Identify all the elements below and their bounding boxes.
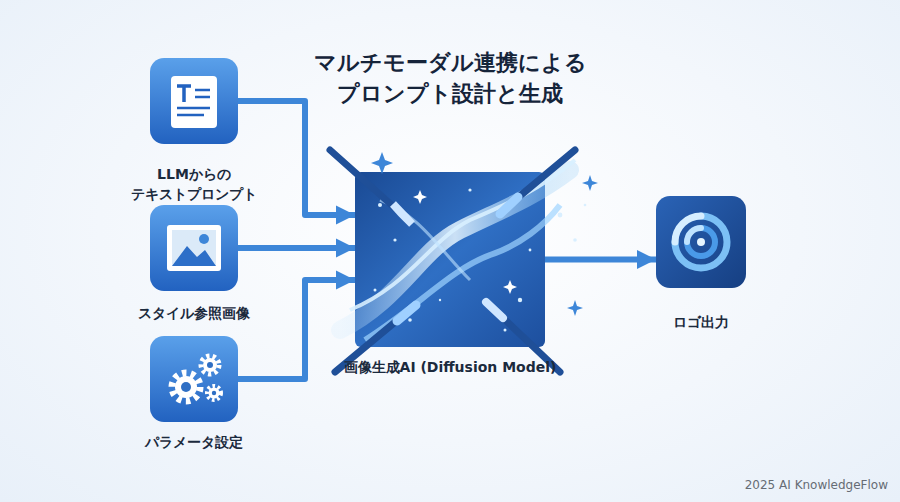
generator-box: 画像生成AI (Diffusion Model) <box>355 172 545 347</box>
output-box: ロゴ出力 <box>656 196 746 288</box>
node-label: ロゴ出力 <box>641 312 761 332</box>
input-icon-box: スタイル参照画像 <box>150 205 238 291</box>
node-label: スタイル参照画像 <box>109 303 279 323</box>
watermark: 2025 AI KnowledgeFlow <box>745 478 888 492</box>
node-label: 画像生成AI (Diffusion Model) <box>340 357 560 377</box>
image-icon <box>150 205 238 291</box>
flow-arrow <box>238 245 355 251</box>
diffusion-illustration <box>330 150 598 372</box>
diagram-title: マルチモーダル連携による プロンプト設計と生成 <box>270 48 630 110</box>
input-icon-box: LLMからの テキストプロンプト <box>150 58 238 144</box>
logo-icon <box>656 196 746 288</box>
node-label: パラメータ設定 <box>109 432 279 452</box>
input-icon-box: パラメータ設定 <box>150 336 238 422</box>
gear-icon <box>150 336 238 422</box>
node-label: LLMからの テキストプロンプト <box>119 164 269 205</box>
flow-arrow <box>545 257 656 263</box>
text-icon <box>150 58 238 144</box>
